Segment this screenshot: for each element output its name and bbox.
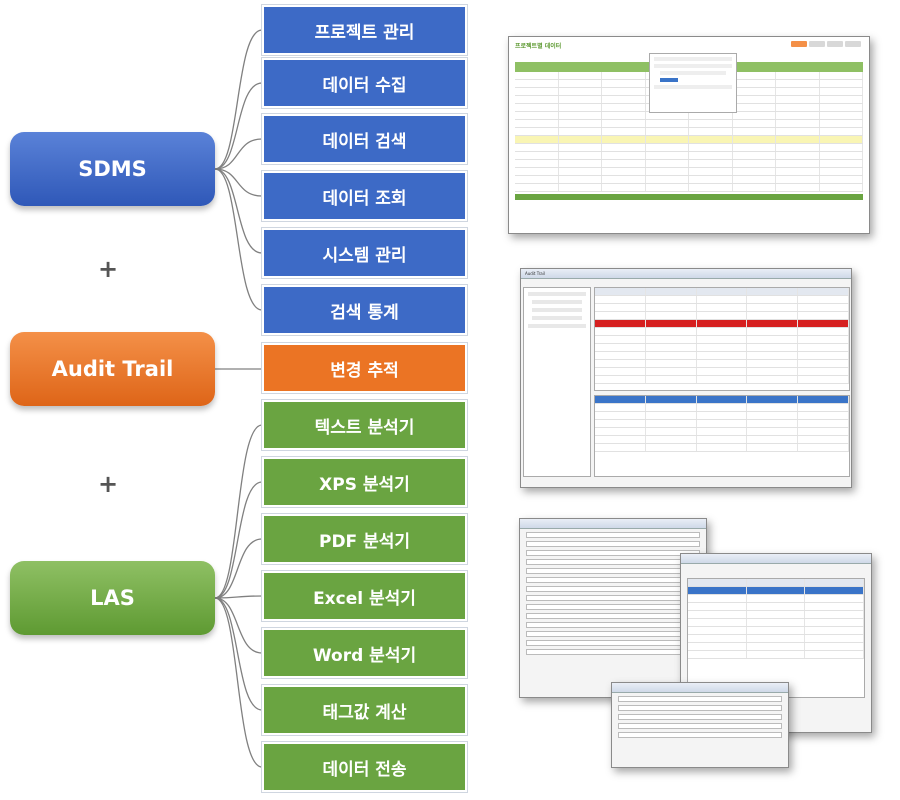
item-data-collection[interactable]: 데이터 수집 xyxy=(261,57,468,109)
xps-window-titlebar xyxy=(612,683,788,693)
audit-trail-screenshot: Audit Trail xyxy=(520,268,852,488)
item-search-statistics[interactable]: 검색 통계 xyxy=(261,284,468,336)
item-data-transfer[interactable]: 데이터 전송 xyxy=(261,741,468,793)
sdms-screenshot: 프로젝트별 데이터 xyxy=(508,36,870,234)
item-word-analyzer[interactable]: Word 분석기 xyxy=(261,627,468,679)
sdms-node[interactable]: SDMS xyxy=(10,132,215,206)
tree-popup xyxy=(649,53,737,113)
xps-writer-screenshot xyxy=(611,682,789,768)
item-text-analyzer[interactable]: 텍스트 분석기 xyxy=(261,399,468,451)
item-excel-analyzer[interactable]: Excel 분석기 xyxy=(261,570,468,622)
item-project-management[interactable]: 프로젝트 관리 xyxy=(261,4,468,56)
item-data-search[interactable]: 데이터 검색 xyxy=(261,113,468,165)
collector-settings-screenshot xyxy=(519,518,707,698)
las-node[interactable]: LAS xyxy=(10,561,215,635)
item-pdf-analyzer[interactable]: PDF 분석기 xyxy=(261,513,468,565)
item-system-management[interactable]: 시스템 관리 xyxy=(261,227,468,279)
item-tag-value-calc[interactable]: 태그값 계산 xyxy=(261,684,468,736)
audit-tree-pane xyxy=(523,287,591,477)
audit-file-list xyxy=(594,287,850,391)
audit-window-title: Audit Trail xyxy=(521,269,851,279)
plus-sign: + xyxy=(98,470,119,498)
sdms-screenshot-title: 프로젝트별 데이터 xyxy=(515,43,562,50)
audit-history-list xyxy=(594,395,850,477)
audit-trail-node[interactable]: Audit Trail xyxy=(10,332,215,406)
tag-window-titlebar xyxy=(681,554,871,564)
item-change-tracking[interactable]: 변경 추적 xyxy=(261,342,468,394)
collector-window-titlebar xyxy=(520,519,706,529)
screenshot-buttons xyxy=(791,41,861,47)
item-data-view[interactable]: 데이터 조회 xyxy=(261,170,468,222)
tag-grid xyxy=(687,578,865,698)
plus-sign: + xyxy=(98,255,119,283)
grid-footer-bar xyxy=(515,194,863,200)
item-xps-analyzer[interactable]: XPS 분석기 xyxy=(261,456,468,508)
